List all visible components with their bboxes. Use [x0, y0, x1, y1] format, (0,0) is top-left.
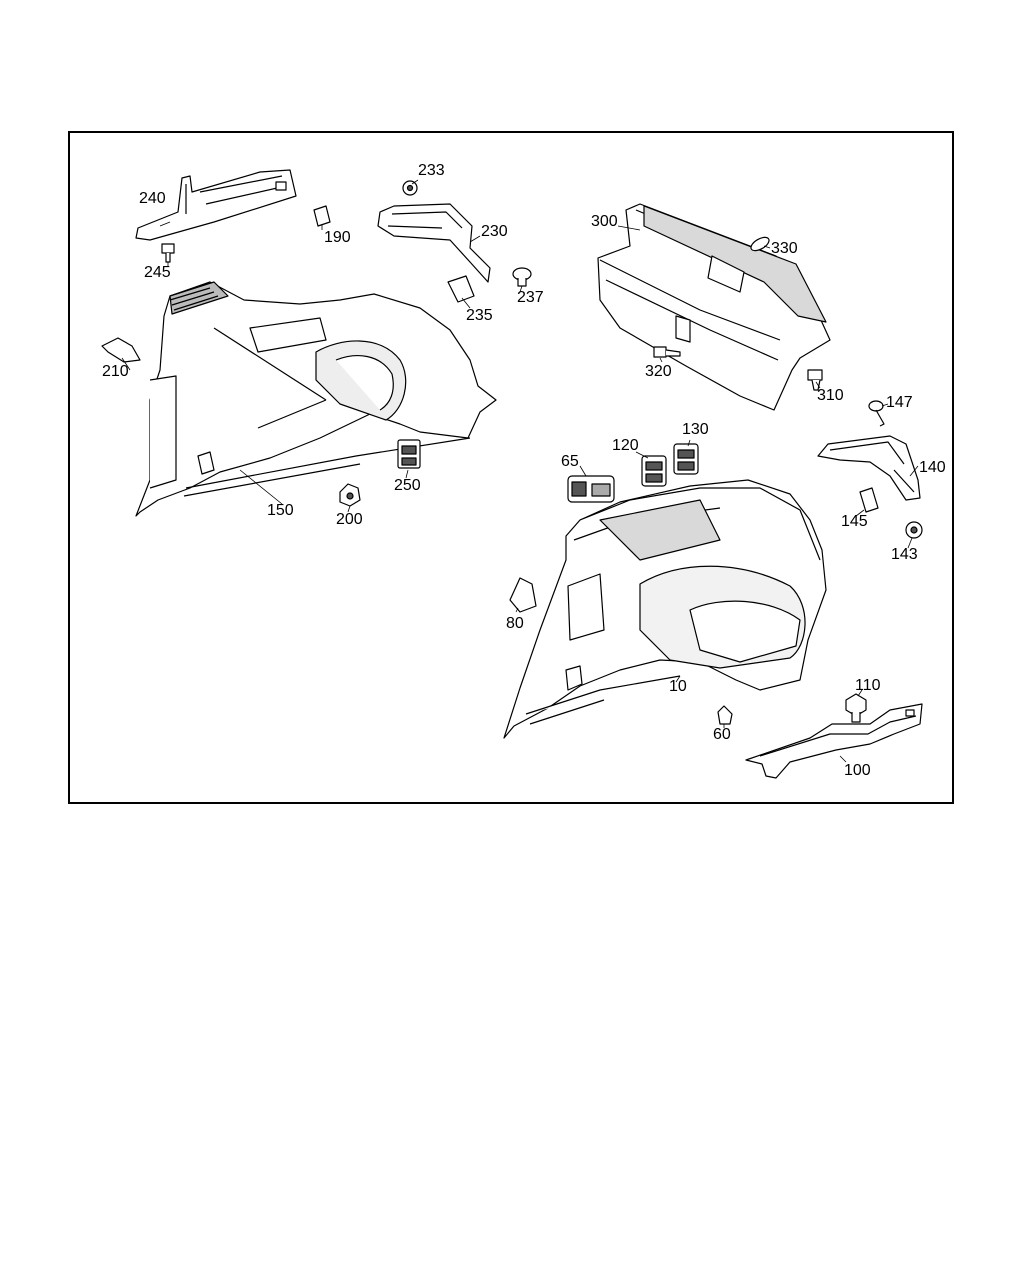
part-147-pin — [868, 400, 885, 427]
label-310: 310 — [817, 387, 844, 404]
part-190-clip — [313, 205, 331, 227]
label-110: 110 — [855, 677, 881, 694]
label-100: 100 — [844, 762, 871, 779]
part-233-grommet — [402, 180, 418, 196]
part-320-screw — [653, 346, 681, 358]
label-233: 233 — [418, 162, 445, 179]
part-237-pin — [512, 267, 532, 287]
part-300-rear-cover — [597, 203, 831, 411]
label-60: 60 — [713, 726, 731, 743]
part-110-bolt — [845, 693, 867, 723]
label-230: 230 — [481, 223, 508, 240]
part-65-socket — [567, 475, 615, 503]
part-210-clip — [101, 337, 141, 363]
part-250-switch — [397, 439, 421, 469]
part-130-switch — [673, 443, 699, 475]
part-235-clip — [447, 275, 475, 303]
part-310-clip — [807, 369, 823, 391]
part-100-bracket — [745, 703, 923, 779]
label-235: 235 — [466, 307, 493, 324]
label-130: 130 — [682, 421, 709, 438]
label-245: 245 — [144, 264, 171, 281]
label-237: 237 — [517, 289, 544, 306]
label-330: 330 — [771, 240, 798, 257]
label-240: 240 — [139, 190, 166, 207]
part-230-trim — [377, 203, 491, 283]
label-300: 300 — [591, 213, 618, 230]
label-210: 210 — [102, 363, 129, 380]
part-240-bracket — [135, 169, 297, 241]
part-120-switch — [641, 455, 667, 487]
part-140-bracket — [817, 435, 921, 501]
part-145-clip — [859, 487, 879, 513]
label-10: 10 — [669, 678, 687, 695]
label-190: 190 — [324, 229, 351, 246]
part-245-bolt — [161, 243, 175, 263]
label-140: 140 — [919, 459, 946, 476]
part-80-bracket — [509, 577, 537, 613]
part-10-trim-panel — [503, 479, 827, 739]
label-320: 320 — [645, 363, 672, 380]
label-120: 120 — [612, 437, 639, 454]
part-60-clip — [717, 705, 733, 725]
part-150-trim-panel — [135, 281, 497, 517]
label-150: 150 — [267, 502, 294, 519]
label-145: 145 — [841, 513, 868, 530]
part-330-clip — [750, 236, 770, 252]
part-143-nut — [905, 521, 923, 539]
label-143: 143 — [891, 546, 918, 563]
label-80: 80 — [506, 615, 524, 632]
diagram-frame — [68, 131, 954, 804]
part-200-nut — [339, 483, 361, 507]
label-250: 250 — [394, 477, 421, 494]
label-200: 200 — [336, 511, 363, 528]
label-65: 65 — [561, 453, 579, 470]
label-147: 147 — [886, 394, 913, 411]
